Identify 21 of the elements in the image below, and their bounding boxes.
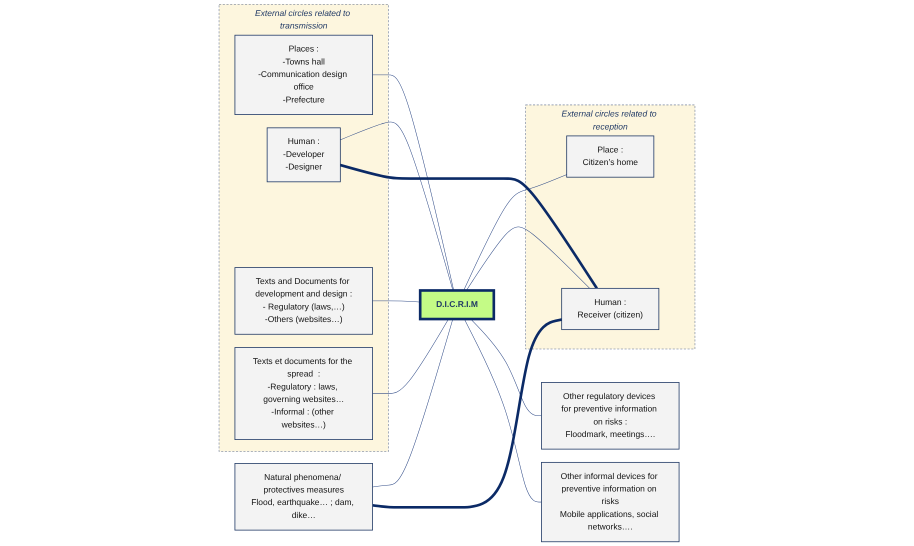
connector <box>372 74 454 291</box>
connector <box>470 318 542 416</box>
node-box: Texts and Documents for development and design : - Regulatory (laws,…) -Others (websites…) <box>234 267 373 335</box>
connector <box>340 164 598 290</box>
node-box: Other regulatory devices for preventive information on risks : Floodmark, meetings…. <box>541 382 680 450</box>
connector <box>464 318 542 502</box>
connector <box>372 318 454 488</box>
connector <box>372 318 449 394</box>
node-box: Human : Receiver (citizen) <box>561 288 660 330</box>
node-box: Texts et documents for the spread : -Regulatory : laws, governing websites… -Informal : (other websites…) <box>234 347 373 440</box>
node-box: Human : -Developer -Designer <box>266 127 341 182</box>
connector <box>340 122 454 291</box>
node-box: Natural phenomena/ protectives measures Flood, earthquake… ; dam, dike… <box>234 463 373 531</box>
connector <box>372 318 562 509</box>
connector <box>372 300 420 302</box>
node-box: Other informal devices for preventive information on risks Mobile applications, social networks…. <box>541 462 680 542</box>
node-box: D.I.C.R.I.M <box>418 289 496 320</box>
node-box: Places : -Towns hall -Communication design office -Prefecture <box>234 34 373 115</box>
connector <box>466 226 590 291</box>
connector <box>463 174 567 291</box>
node-box: Place : Citizen’s home <box>566 136 654 178</box>
